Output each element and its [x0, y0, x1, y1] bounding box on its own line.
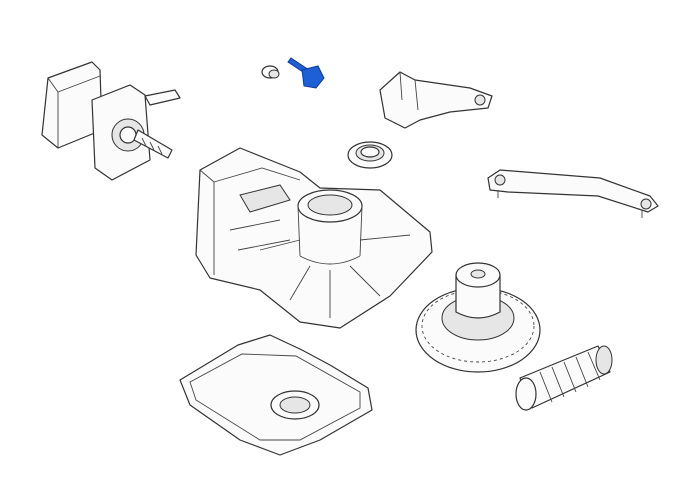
release-lever-part[interactable] — [379, 71, 493, 129]
arm-part[interactable] — [487, 169, 659, 218]
gear-wheel-part[interactable] — [415, 262, 541, 373]
nut-part[interactable] — [261, 65, 280, 79]
cover-part[interactable] — [179, 334, 373, 456]
gearbox-housing-part[interactable] — [195, 147, 433, 329]
worm-screw-part[interactable] — [515, 345, 613, 411]
highlight-body — [301, 65, 325, 89]
bearing-ring-part[interactable] — [347, 141, 393, 169]
highlighted-lever-part[interactable] — [287, 57, 325, 89]
motor-part[interactable] — [41, 61, 181, 181]
